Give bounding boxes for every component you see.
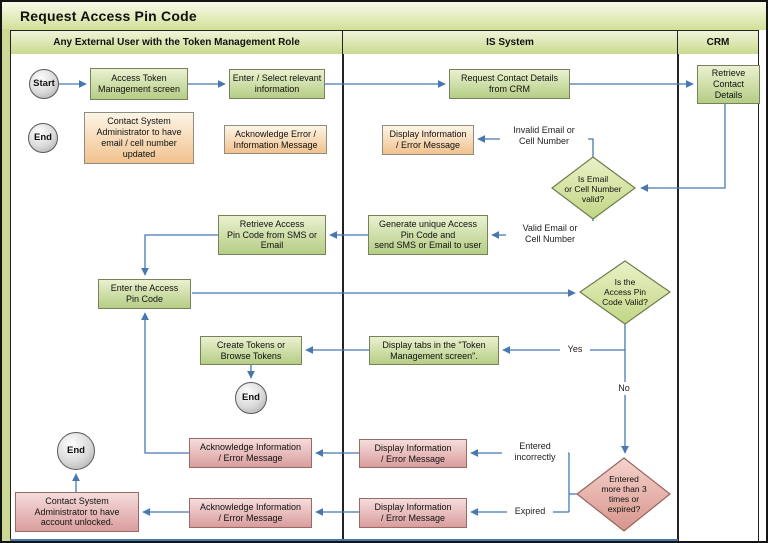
lane-divider-1 <box>342 54 344 541</box>
process-enter-access-pin: Enter the Access Pin Code <box>98 279 191 309</box>
process-acknowledge-error: Acknowledge Error / Information Message <box>224 125 327 154</box>
edge-label-no: No <box>612 382 636 395</box>
process-display-info-error-2: Display Information / Error Message <box>359 439 467 468</box>
page-margin-strip <box>2 29 10 541</box>
process-enter-select-information: Enter / Select relevant information <box>229 69 325 99</box>
process-display-info-error-3: Display Information / Error Message <box>359 498 467 528</box>
lane-divider-2 <box>677 54 679 541</box>
process-display-info-error-1: Display Information / Error Message <box>382 125 474 155</box>
process-contact-admin-unlock: Contact System Administrator to have acc… <box>15 492 139 532</box>
bottom-connector-line <box>10 539 678 541</box>
process-contact-admin-update-email: Contact System Administrator to have ema… <box>84 112 194 164</box>
process-retrieve-access-pin: Retrieve Access Pin Code from SMS or Ema… <box>218 215 326 255</box>
process-generate-access-pin: Generate unique Access Pin Code and send… <box>368 215 488 255</box>
process-create-browse-tokens: Create Tokens or Browse Tokens <box>200 336 302 365</box>
decision-entered-expired-label: Entered more than 3 times or expired? <box>601 473 647 515</box>
decision-email-valid-label: Is Email or Cell Number valid? <box>564 173 622 205</box>
end-node-top: End <box>28 123 58 153</box>
process-acknowledge-info-error-2: Acknowledge Information / Error Message <box>189 498 312 528</box>
lane-header-crm-label: CRM <box>706 37 730 48</box>
process-request-contact-details: Request Contact Details from CRM <box>449 69 570 99</box>
end-node-mid: End <box>235 382 267 414</box>
end-node-bottom: End <box>57 432 95 470</box>
start-node: Start <box>29 69 59 99</box>
process-acknowledge-info-error-1: Acknowledge Information / Error Message <box>189 438 312 468</box>
edge-label-entered-incorrectly: Entered incorrectly <box>502 438 568 466</box>
edge-label-invalid-email: Invalid Email or Cell Number <box>500 123 588 149</box>
diagram-title: Request Access Pin Code <box>20 8 197 24</box>
edge-label-yes: Yes <box>560 343 590 356</box>
lane-header-is-system: IS System <box>342 30 678 55</box>
decision-pin-valid-label: Is the Access Pin Code Valid? <box>602 276 648 308</box>
lane-header-is-system-label: IS System <box>486 37 534 48</box>
diagram-title-bar: Request Access Pin Code <box>2 2 766 30</box>
lane-header-crm: CRM <box>677 30 759 55</box>
lane-header-external-user: Any External User with the Token Managem… <box>10 30 343 55</box>
edge-label-valid-email: Valid Email or Cell Number <box>506 221 594 247</box>
process-retrieve-contact-details: Retrieve Contact Details <box>697 65 760 104</box>
process-display-tabs: Display tabs in the "Token Management sc… <box>369 336 499 365</box>
lane-header-external-user-label: Any External User with the Token Managem… <box>53 37 300 48</box>
edge-label-expired: Expired <box>507 505 553 518</box>
process-access-token-management: Access Token Management screen <box>90 68 188 100</box>
